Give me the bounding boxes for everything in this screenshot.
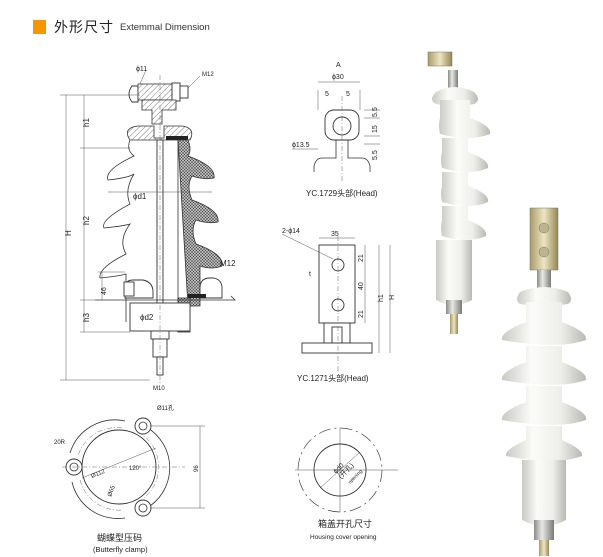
label-phi13-5: ϕ13.5 bbox=[292, 142, 310, 149]
orange-square-icon bbox=[33, 20, 46, 34]
label-20r: 20R bbox=[54, 440, 66, 446]
insulator-photo-1 bbox=[427, 51, 491, 334]
label-H: H bbox=[389, 295, 396, 300]
housing-caption-cn: 箱盖开孔尺寸 bbox=[318, 518, 372, 529]
butterfly-clamp-drawing: Ø11孔 20R Ø112 Ø65 120° 96 蝴蝶型压码 (Butterf… bbox=[54, 404, 205, 554]
label-21-bottom: 21 bbox=[358, 310, 365, 318]
label-5-right: 5 bbox=[346, 91, 350, 98]
label-m10: M10 bbox=[153, 386, 165, 392]
head-1729-caption: YC.1729头部(Head) bbox=[306, 188, 378, 198]
label-h3: h3 bbox=[82, 313, 91, 322]
label-phi11: ϕ11 bbox=[136, 66, 147, 73]
title-cn: 外形尺寸 bbox=[54, 19, 114, 35]
section-title: 外形尺寸 Extemmal Dimension bbox=[33, 17, 210, 37]
label-t: t bbox=[309, 271, 311, 278]
label-m12-top: M12 bbox=[202, 72, 214, 78]
label-5-5-top: 5.5 bbox=[372, 107, 379, 117]
label-120-deg: 120° bbox=[129, 466, 142, 472]
head-1271-caption: YC.1271头部(Head) bbox=[297, 373, 369, 383]
housing-caption-en: Housing cover opening bbox=[310, 534, 377, 541]
label-h1: h1 bbox=[378, 294, 385, 302]
main-insulator-drawing: ϕ11 M12 h1 h2 h3 H ϕd1 46 M12 ϕd2 M10 bbox=[60, 66, 236, 392]
label-phi-d2: ϕd2 bbox=[140, 313, 154, 322]
label-5-left: 5 bbox=[325, 91, 329, 98]
label-5-5-bottom: 5.5 bbox=[372, 150, 379, 160]
label-h2: h2 bbox=[82, 216, 91, 225]
label-m12-side: M12 bbox=[220, 259, 236, 268]
label-40: 40 bbox=[358, 282, 365, 290]
insulator-photo-2 bbox=[501, 207, 587, 556]
label-phi30: ϕ30 bbox=[332, 74, 344, 81]
head-1271-drawing: 2-ϕ14 35 t 21 40 21 h1 H YC.1271头部(Head) bbox=[281, 228, 396, 383]
label-phi-d1: ϕd1 bbox=[133, 192, 147, 201]
label-15: 15 bbox=[372, 125, 379, 133]
butterfly-caption-en: (Butterfly clamp) bbox=[93, 545, 148, 554]
label-35: 35 bbox=[331, 231, 339, 238]
label-46: 46 bbox=[101, 287, 108, 295]
label-A: A bbox=[336, 62, 341, 69]
label-phi65: Ø65 bbox=[107, 484, 117, 497]
housing-cover-drawing: ϕd0 (开孔) opening 箱盖开孔尺寸 Housing cover op… bbox=[295, 427, 398, 541]
butterfly-caption-cn: 蝴蝶型压码 bbox=[97, 532, 142, 543]
label-phi112: Ø112 bbox=[91, 469, 107, 480]
label-2-phi14: 2-ϕ14 bbox=[282, 228, 300, 235]
label-hole: Ø11孔 bbox=[157, 404, 174, 412]
label-H: H bbox=[64, 230, 73, 236]
label-21-top: 21 bbox=[358, 254, 365, 262]
title-en: Extemmal Dimension bbox=[120, 21, 210, 33]
label-96: 96 bbox=[194, 465, 200, 472]
head-1729-drawing: A ϕ30 5 5 5.5 15 5.5 ϕ13.5 YC.1729头部(Hea… bbox=[292, 62, 380, 198]
label-h1: h1 bbox=[82, 118, 91, 127]
